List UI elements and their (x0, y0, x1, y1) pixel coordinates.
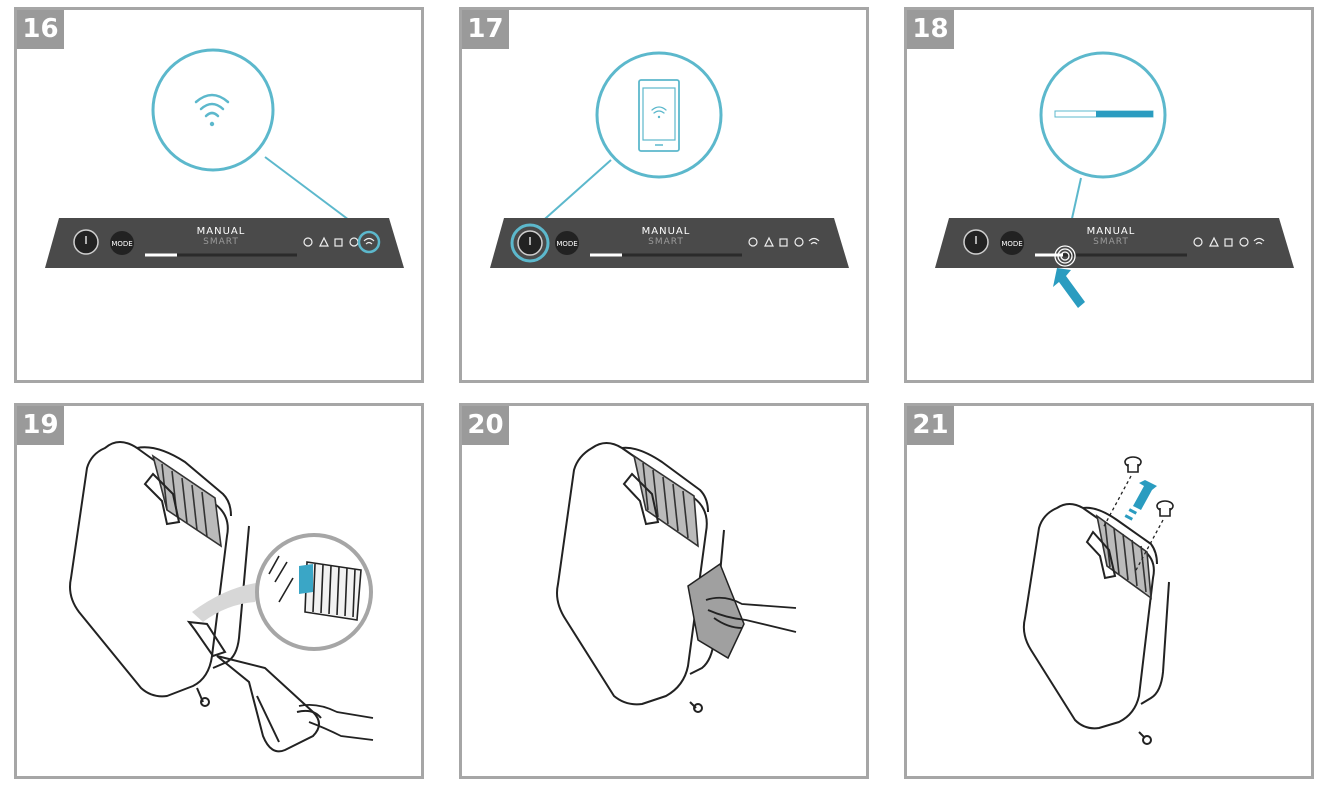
control-panel: MODE MANUAL SMART (490, 218, 849, 268)
filter-refresh-icon (794, 237, 804, 247)
step-18-illustration: MODE MANUAL SMART (935, 51, 1294, 308)
manual-label: MANUAL (1087, 226, 1136, 237)
step-16-illustration: MODE MANUAL SMART (45, 48, 404, 268)
step-number: 18 (907, 10, 954, 49)
zoom-circle (151, 48, 275, 172)
step-19-illustration (69, 441, 374, 753)
mode-button (110, 231, 134, 255)
handheld-vacuum (186, 620, 322, 753)
mode-button (555, 231, 579, 255)
power-highlight (510, 223, 550, 263)
warning-icon (1209, 236, 1219, 247)
wifi-icon (808, 237, 820, 245)
phone-icon (638, 79, 680, 152)
manual-label: MANUAL (197, 226, 246, 237)
step-number: 20 (462, 406, 509, 445)
wifi-icon (363, 237, 375, 245)
screw-icon (1124, 456, 1142, 473)
warning-icon (319, 236, 329, 247)
step-16-panel: 16 MODE MANUAL SMART (14, 7, 424, 383)
lift-arrow (1124, 480, 1157, 521)
grille (632, 454, 699, 548)
magnifier-inset (192, 533, 373, 651)
manual-label: MANUAL (642, 226, 691, 237)
filter-lock-icon (334, 238, 343, 247)
step-number: 17 (462, 10, 509, 49)
wifi-icon (1253, 237, 1265, 245)
step-18-panel: 18 MODE MANUAL SMART (904, 7, 1314, 383)
step-17-panel: 17 MODE MANUAL SMART (459, 7, 869, 383)
globe-icon (1193, 237, 1203, 247)
wifi-icon (194, 93, 230, 127)
control-panel: MODE MANUAL SMART (45, 218, 404, 268)
press-arrow (1053, 268, 1085, 308)
step-19-panel: 19 (14, 403, 424, 779)
cleaning-cloth (687, 562, 745, 660)
mode-label: MODE (556, 240, 577, 248)
step-21-panel: 21 (904, 403, 1314, 779)
step-20-illustration (556, 442, 797, 713)
hand (298, 703, 374, 741)
filter-highlight (299, 564, 313, 594)
filter-lock-icon (1224, 238, 1233, 247)
handle (143, 472, 181, 526)
filter-lock-icon (779, 238, 788, 247)
smart-label: SMART (648, 237, 684, 247)
step-21-illustration (1022, 456, 1174, 745)
step-number: 21 (907, 406, 954, 445)
control-panel: MODE MANUAL SMART (935, 218, 1294, 268)
progress-bar-zoom (1054, 110, 1154, 118)
hand (705, 596, 797, 633)
fingerprint-icon (1054, 245, 1076, 267)
smart-label: SMART (203, 237, 239, 247)
air-purifier-device (1022, 503, 1170, 745)
globe-icon (303, 237, 313, 247)
handle (1085, 530, 1117, 580)
grille (1095, 514, 1152, 600)
wifi-highlight (357, 230, 381, 254)
mode-label: MODE (1001, 240, 1022, 248)
mode-label: MODE (111, 240, 132, 248)
globe-icon (748, 237, 758, 247)
screw-icon (1156, 500, 1174, 517)
step-number: 19 (17, 406, 64, 445)
filter-refresh-icon (1239, 237, 1249, 247)
step-20-panel: 20 (459, 403, 869, 779)
mode-button (1000, 231, 1024, 255)
smart-label: SMART (1093, 237, 1129, 247)
wifi-icon (651, 106, 667, 119)
warning-icon (764, 236, 774, 247)
step-17-illustration: MODE MANUAL SMART (490, 51, 849, 268)
step-number: 16 (17, 10, 64, 49)
handle (622, 472, 660, 526)
screw-guide-lines (1102, 475, 1164, 573)
grille (151, 454, 223, 548)
